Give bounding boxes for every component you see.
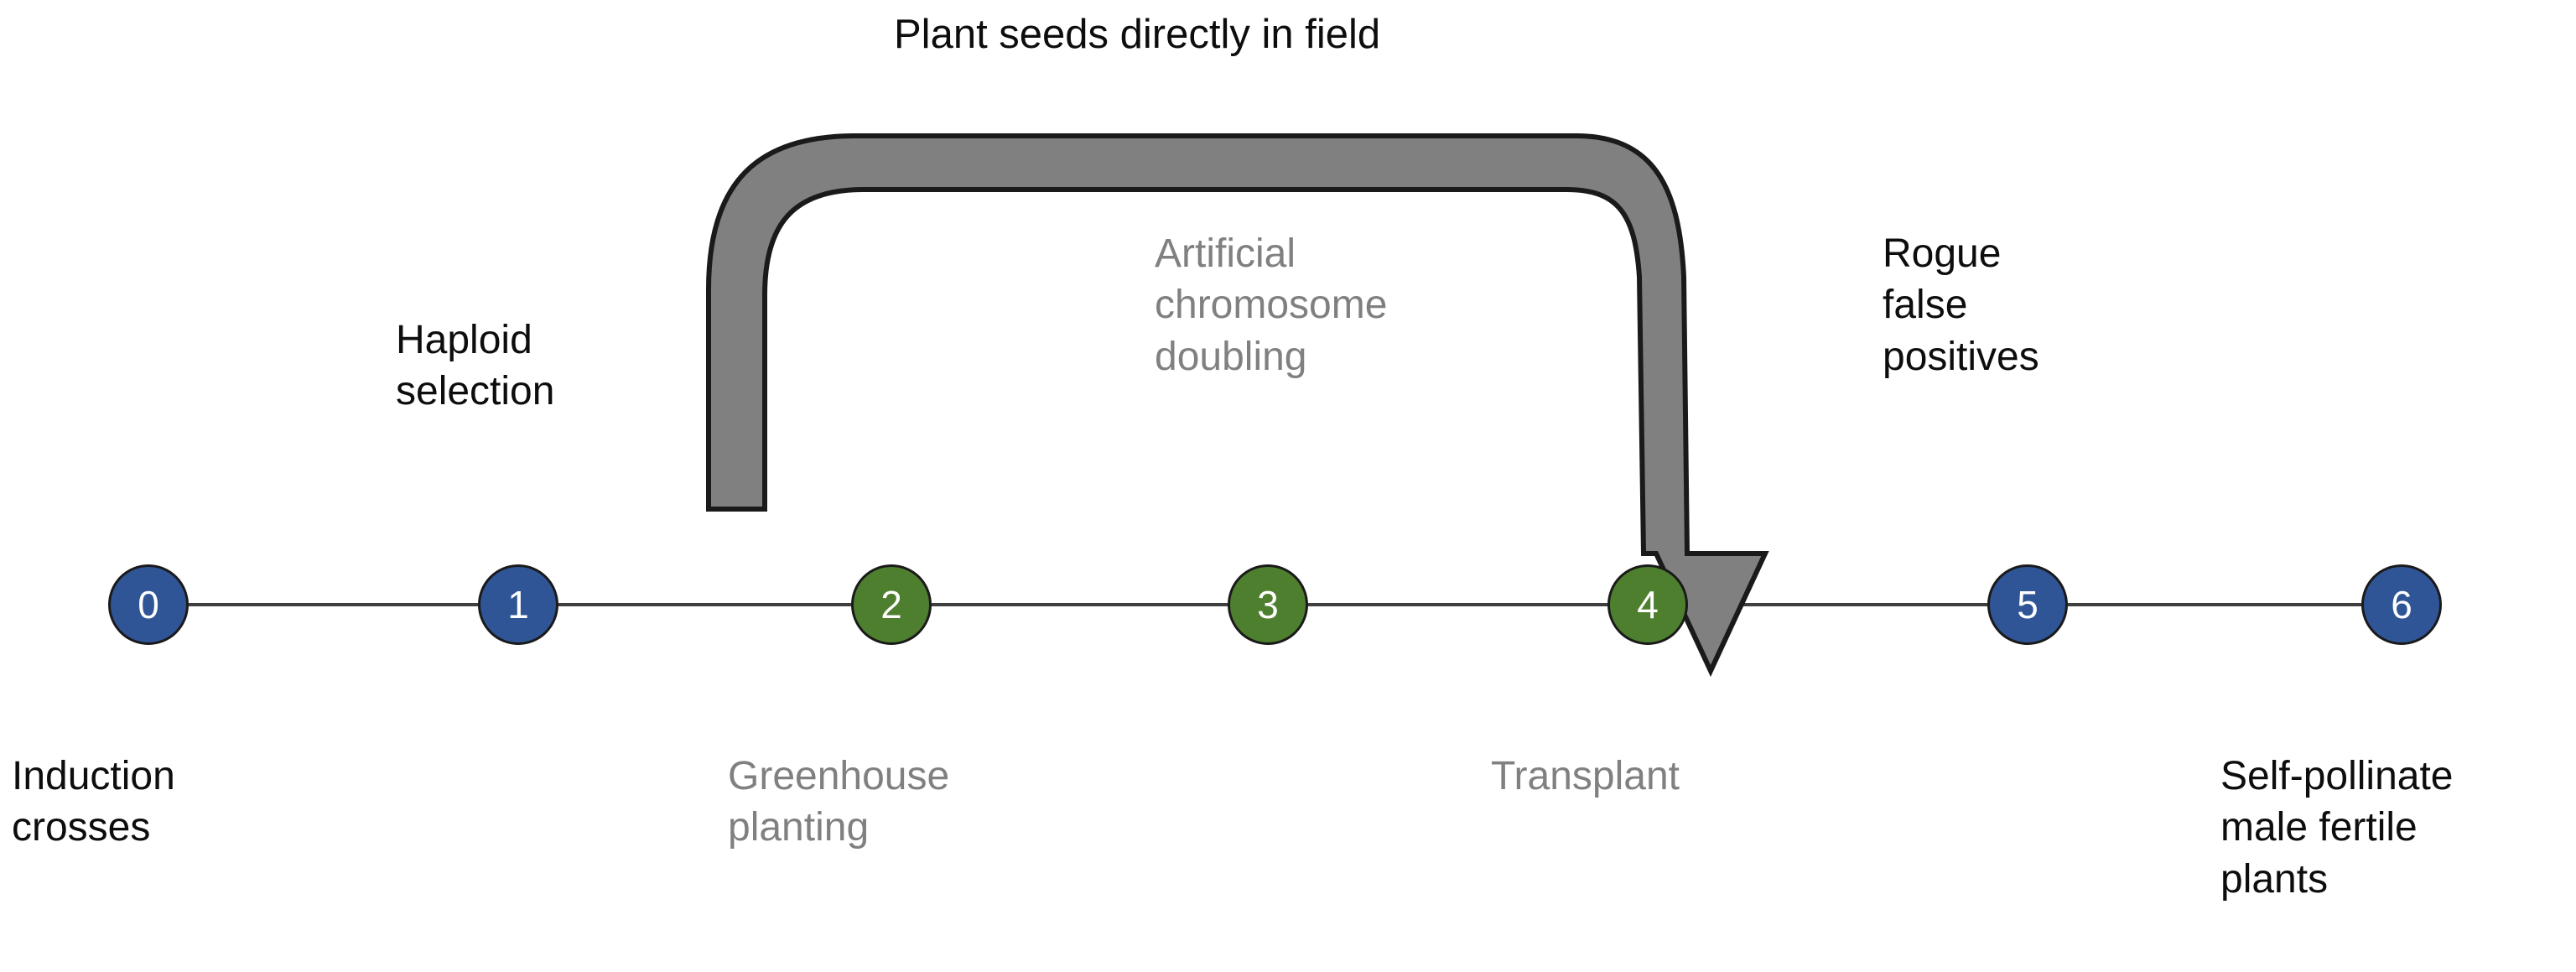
label-self-pollinate-male-fertile-plants: Self-pollinate male fertile plants <box>2220 754 2454 902</box>
node-0-label: 0 <box>138 583 159 626</box>
node-1-label: 1 <box>507 583 529 626</box>
label-induction-crosses: Induction crosses <box>12 754 175 850</box>
node-6-label: 6 <box>2391 583 2412 626</box>
node-4[interactable]: 4 <box>1607 564 1688 645</box>
node-1[interactable]: 1 <box>478 564 558 645</box>
node-2[interactable]: 2 <box>851 564 932 645</box>
label-rogue-false-positives: Rogue false positives <box>1883 231 2039 379</box>
node-3[interactable]: 3 <box>1228 564 1308 645</box>
label-greenhouse-planting: Greenhouse planting <box>728 754 950 850</box>
node-3-label: 3 <box>1257 583 1279 626</box>
arrow-title: Plant seeds directly in field <box>894 12 1381 57</box>
label-artificial-chromosome-doubling: Artificial chromosome doubling <box>1155 231 1388 379</box>
node-2-label: 2 <box>880 583 902 626</box>
label-haploid-selection: Haploid selection <box>396 318 555 414</box>
plant-seeds-directly-in-field-arrow <box>706 133 1769 678</box>
node-5[interactable]: 5 <box>1987 564 2068 645</box>
node-5-label: 5 <box>2017 583 2038 626</box>
node-0[interactable]: 0 <box>108 564 189 645</box>
node-4-label: 4 <box>1637 583 1659 626</box>
label-transplant: Transplant <box>1491 754 1680 798</box>
node-6[interactable]: 6 <box>2361 564 2442 645</box>
